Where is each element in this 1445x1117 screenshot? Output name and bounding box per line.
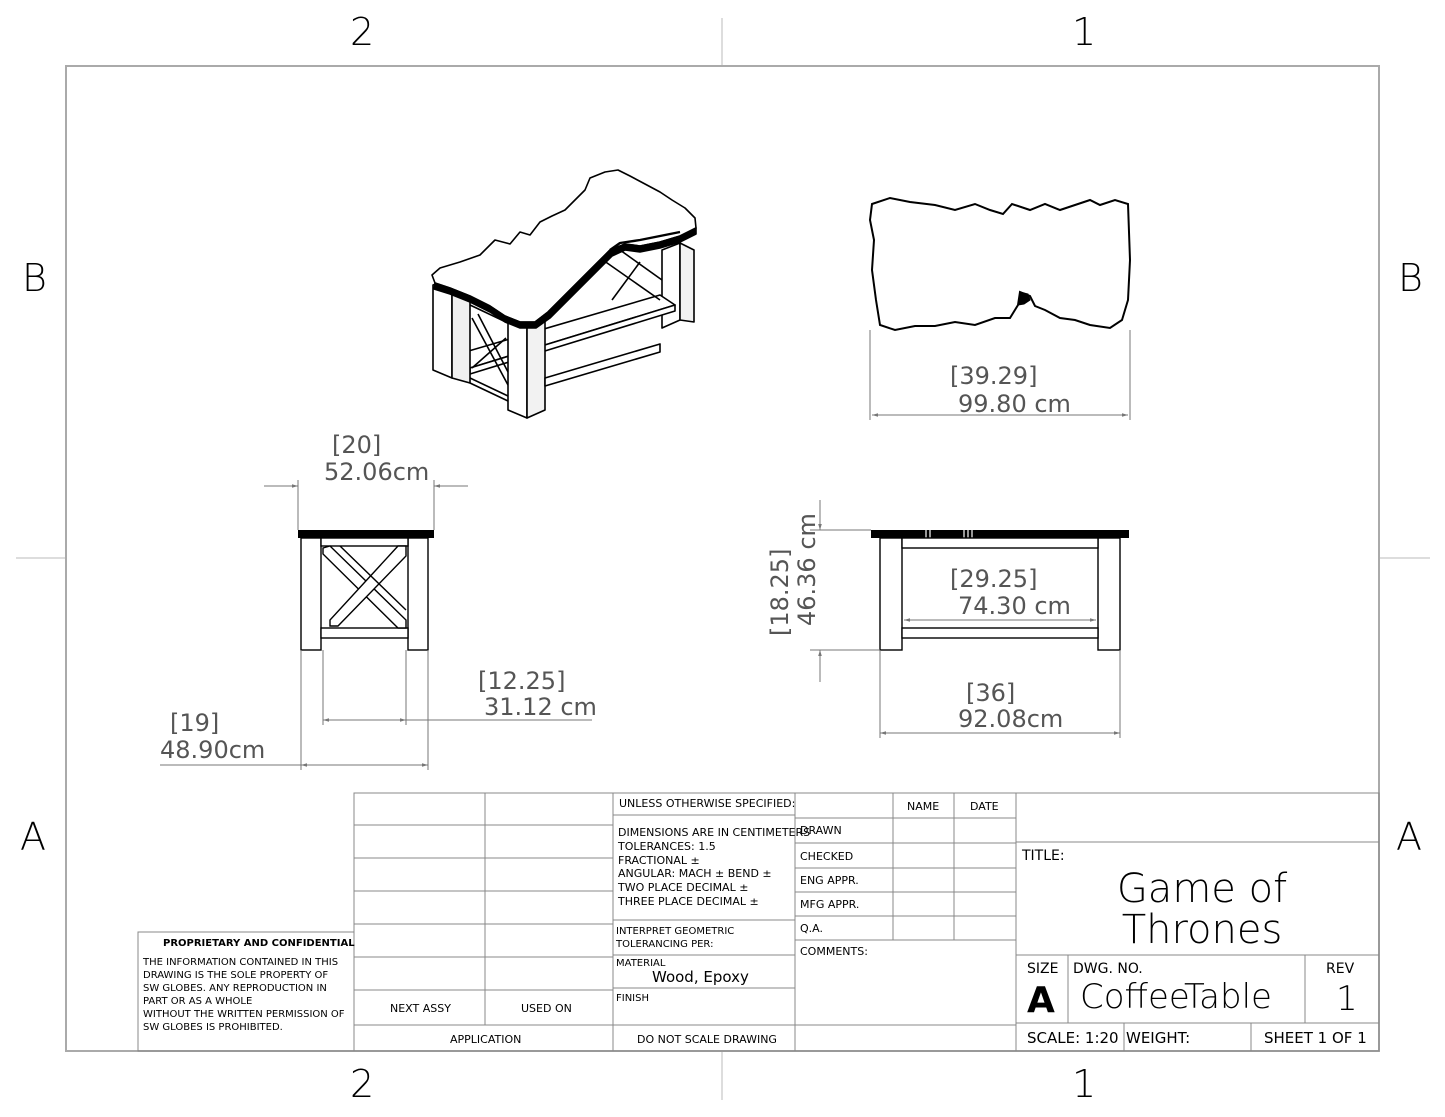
row-mfg-appr: MFG APPR. — [800, 898, 859, 911]
zone-ticks — [16, 18, 1430, 1100]
title-block — [137, 792, 1380, 1052]
spec-line: TOLERANCES: 1.5 — [617, 840, 716, 853]
spec-line: DIMENSIONS ARE IN CENTIMETERS — [618, 826, 810, 839]
finish-label: FINISH — [616, 993, 649, 1004]
scale-label: SCALE: 1:20 — [1027, 1029, 1119, 1047]
unless-specified: UNLESS OTHERWISE SPECIFIED: — [619, 797, 795, 810]
tolerance-specs: DIMENSIONS ARE IN CENTIMETERS TOLERANCES… — [617, 826, 810, 908]
sheet-label: SHEET 1 OF 1 — [1264, 1029, 1367, 1047]
rev-label: REV — [1326, 961, 1355, 977]
top-width-inches: [39.29] — [950, 362, 1037, 390]
proprietary-line: DRAWING IS THE SOLE PROPERTY OF — [143, 970, 328, 981]
dwg-no-value: CoffeeTable — [1080, 977, 1272, 1017]
date-header: DATE — [970, 800, 999, 813]
zone-marker-bottom-1: 1 — [1072, 1062, 1097, 1106]
proprietary-line: SW GLOBES IS PROHIBITED. — [143, 1022, 283, 1033]
drawing-title-line-1: Game of — [1117, 866, 1287, 912]
name-header: NAME — [907, 800, 939, 813]
proprietary-text: THE INFORMATION CONTAINED IN THIS DRAWIN… — [142, 957, 345, 1033]
size-value: A — [1027, 980, 1055, 1021]
used-on-label: USED ON — [521, 1002, 572, 1015]
zone-marker-right-a: A — [1396, 815, 1422, 859]
row-eng-appr: ENG APPR. — [800, 874, 859, 887]
top-view: [39.29] 99.80 cm — [868, 196, 1132, 420]
zone-marker-top-1: 1 — [1072, 10, 1097, 54]
zone-marker-top-2: 2 — [350, 10, 375, 54]
zone-marker-bottom-2: 2 — [350, 1062, 375, 1106]
side-view: [20] 52.06cm [12.25] 31.12 cm [19] 48.90… — [160, 431, 597, 770]
top-width-cm: 99.80 cm — [958, 390, 1071, 418]
side-base-inches: [19] — [170, 709, 219, 737]
interpret-line: INTERPRET GEOMETRIC — [616, 926, 734, 937]
zone-marker-left-a: A — [20, 815, 46, 859]
zone-marker-right-b: B — [1398, 256, 1423, 300]
proprietary-heading: PROPRIETARY AND CONFIDENTIAL — [163, 938, 355, 949]
front-inner-inches: [29.25] — [950, 565, 1037, 593]
side-top-inches: [20] — [332, 431, 381, 459]
height-cm: 46.36 cm — [793, 513, 821, 626]
height-inches: [18.25] — [766, 549, 794, 636]
front-inner-cm: 74.30 cm — [958, 592, 1071, 620]
zone-marker-left-b: B — [22, 256, 47, 300]
dwg-no-label: DWG. NO. — [1073, 961, 1143, 977]
side-top-cm: 52.06cm — [324, 458, 429, 486]
spec-line: THREE PLACE DECIMAL ± — [617, 895, 759, 908]
row-qa: Q.A. — [800, 922, 823, 935]
weight-label: WEIGHT: — [1126, 1029, 1190, 1047]
next-assy-label: NEXT ASSY — [390, 1002, 451, 1015]
do-not-scale: DO NOT SCALE DRAWING — [637, 1033, 777, 1046]
side-inner-inches: [12.25] — [478, 667, 565, 695]
front-base-cm: 92.08cm — [958, 705, 1063, 733]
material-label: MATERIAL — [616, 958, 666, 969]
spec-line: ANGULAR: MACH ± BEND ± — [618, 867, 772, 880]
material-value: Wood, Epoxy — [652, 968, 749, 986]
interpret-line: TOLERANCING PER: — [615, 939, 713, 950]
size-label: SIZE — [1027, 961, 1058, 977]
application-label: APPLICATION — [450, 1033, 521, 1046]
proprietary-line: SW GLOBES. ANY REPRODUCTION IN — [143, 983, 327, 994]
proprietary-line: PART OR AS A WHOLE — [143, 996, 252, 1007]
title-label: TITLE: — [1021, 848, 1065, 864]
front-view: [18.25] 46.36 cm [29.25] 74.30 cm [36] 9… — [766, 500, 1129, 738]
spec-line: TWO PLACE DECIMAL ± — [617, 881, 748, 894]
isometric-view — [431, 169, 697, 419]
row-checked: CHECKED — [800, 850, 853, 863]
side-inner-cm: 31.12 cm — [484, 693, 597, 721]
side-base-cm: 48.90cm — [160, 736, 265, 764]
rev-value: 1 — [1336, 979, 1358, 1019]
comments-label: COMMENTS: — [800, 945, 868, 958]
proprietary-line: THE INFORMATION CONTAINED IN THIS — [142, 957, 338, 968]
row-drawn: DRAWN — [800, 824, 842, 837]
proprietary-line: WITHOUT THE WRITTEN PERMISSION OF — [143, 1009, 345, 1020]
drawing-title-line-2: Thrones — [1122, 907, 1283, 953]
front-base-inches: [36] — [966, 679, 1015, 707]
spec-line: FRACTIONAL ± — [618, 854, 700, 867]
